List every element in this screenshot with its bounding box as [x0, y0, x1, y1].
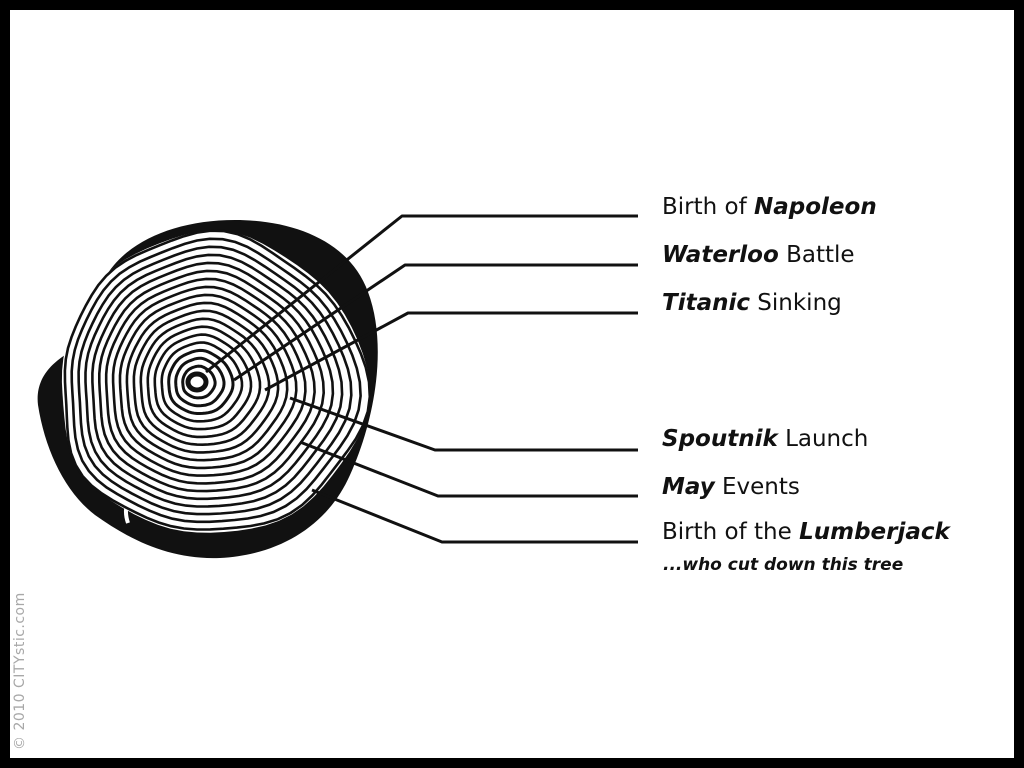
growth-ring	[160, 341, 244, 423]
growth-rings	[61, 229, 372, 533]
leader-line-3	[264, 311, 638, 392]
copyright-text: © 2010 CITYstic.com	[12, 592, 28, 750]
growth-ring	[111, 285, 307, 477]
growth-ring	[91, 261, 335, 501]
growth-ring	[125, 301, 289, 462]
leader-line-5	[299, 440, 638, 498]
leader-line-4	[289, 396, 638, 452]
growth-ring	[84, 253, 344, 508]
illustration-panel: Birth of Napoleon Waterloo Battle Titani…	[10, 10, 1014, 758]
event-label-napoleon: Birth of Napoleon	[662, 194, 877, 220]
growth-ring	[167, 348, 235, 415]
growth-ring	[98, 269, 326, 493]
growth-ring	[139, 317, 271, 447]
growth-ring	[77, 245, 353, 516]
leader-lines	[205, 214, 638, 544]
event-label-waterloo: Waterloo Battle	[662, 242, 855, 268]
lumberjack-note: ...who cut down this tree	[663, 555, 904, 575]
tree-pith	[185, 371, 209, 393]
growth-ring	[174, 356, 226, 408]
leader-line-6	[311, 488, 638, 544]
leader-line-1	[205, 214, 638, 374]
growth-ring	[153, 333, 253, 431]
tree-ring-diagram	[37, 214, 638, 559]
growth-ring	[118, 293, 298, 470]
growth-ring	[146, 325, 262, 439]
event-label-titanic: Titanic Sinking	[662, 290, 842, 316]
event-label-spoutnik: Spoutnik Launch	[662, 426, 869, 452]
growth-ring	[104, 277, 316, 485]
growth-ring	[63, 229, 372, 531]
event-label-lumberjack: Birth of the Lumberjack	[662, 519, 950, 545]
leader-line-2	[233, 263, 638, 382]
growth-ring	[132, 309, 280, 454]
event-label-may: May Events	[662, 474, 800, 500]
growth-ring	[181, 364, 217, 400]
growth-ring	[70, 237, 362, 524]
